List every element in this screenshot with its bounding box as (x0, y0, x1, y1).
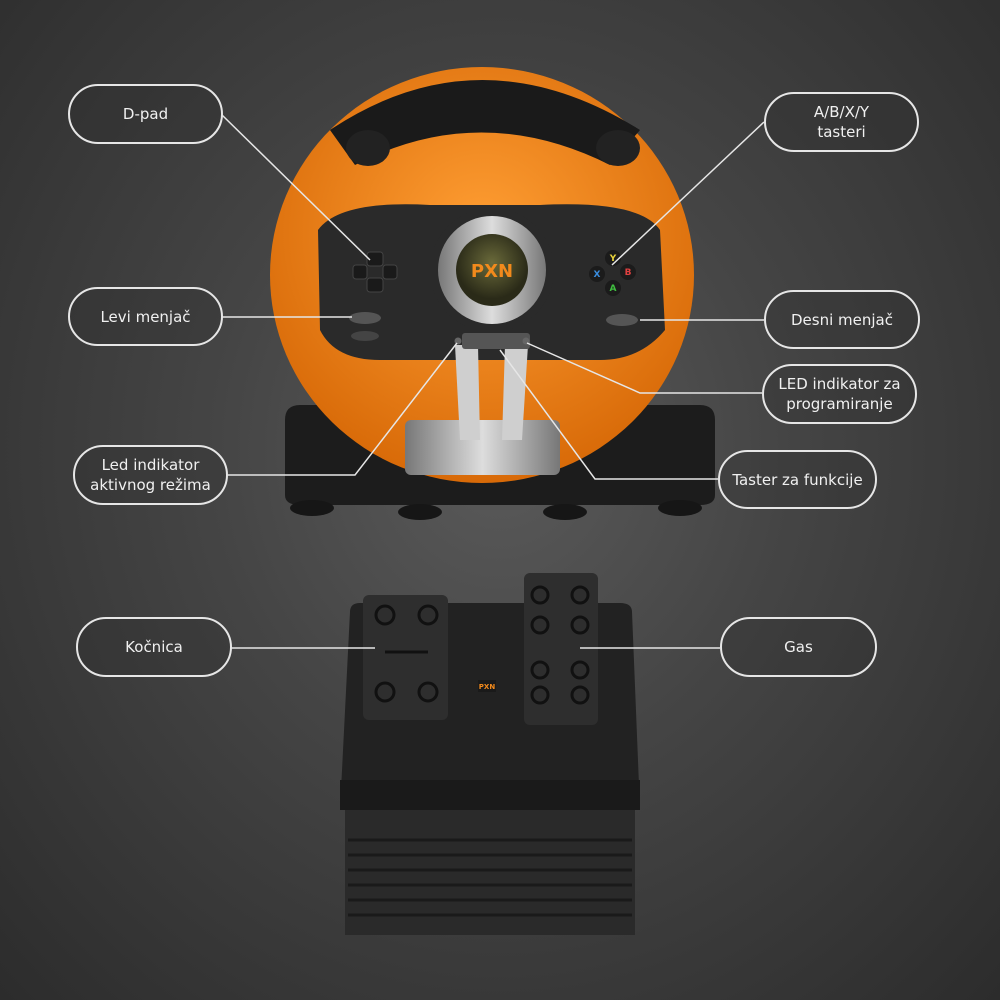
callout-label: Desni menjač (791, 310, 893, 329)
y-button[interactable]: Y (605, 250, 621, 266)
svg-text:A: A (610, 284, 617, 294)
callout-label: Taster za funkcije (732, 470, 863, 489)
abxy-buttons: Y B X A (589, 250, 636, 296)
callout-right-shifter: Desni menjač (764, 290, 920, 349)
callout-label: Led indikator aktivnog režima (90, 456, 211, 494)
callout-label: Kočnica (125, 638, 183, 656)
leader-lines (221, 114, 765, 649)
svg-text:X: X (594, 270, 601, 280)
function-buttons[interactable] (462, 333, 530, 349)
dpad-icon[interactable] (352, 251, 398, 293)
callout-label: D-pad (122, 105, 169, 123)
pedal-unit: PXN (340, 573, 640, 935)
brake-pedal[interactable] (363, 595, 448, 720)
right-shifter-icon[interactable] (606, 314, 638, 326)
callout-label: Gas (784, 638, 813, 656)
callout-label: Levi menjač (100, 307, 191, 326)
callout-function-button: Taster za funkcije (718, 450, 877, 509)
callout-led-programming: LED indikator za programiranje (762, 364, 917, 424)
svg-text:B: B (625, 268, 632, 278)
callout-brake: Kočnica (76, 617, 232, 677)
callout-gas: Gas (720, 617, 877, 677)
gas-pedal[interactable] (524, 573, 598, 725)
x-button[interactable]: X (589, 266, 605, 282)
b-button[interactable]: B (620, 264, 636, 280)
callout-label: LED indikator za programiranje (778, 375, 901, 413)
a-button[interactable]: A (605, 280, 621, 296)
pedal-logo: PXN (479, 683, 496, 691)
callout-led-mode: Led indikator aktivnog režima (73, 445, 228, 505)
callout-abxy: A/B/X/Y tasteri (764, 92, 919, 152)
mode-led-icon (454, 337, 462, 345)
svg-text:Y: Y (609, 254, 617, 264)
steering-wheel: PXN (270, 67, 694, 483)
callout-dpad: D-pad (68, 84, 223, 144)
left-shifter-icon[interactable] (349, 312, 381, 324)
callout-label: A/B/X/Y tasteri (813, 103, 870, 141)
brand-logo: PXN (471, 261, 513, 282)
callout-left-shifter: Levi menjač (68, 287, 223, 346)
